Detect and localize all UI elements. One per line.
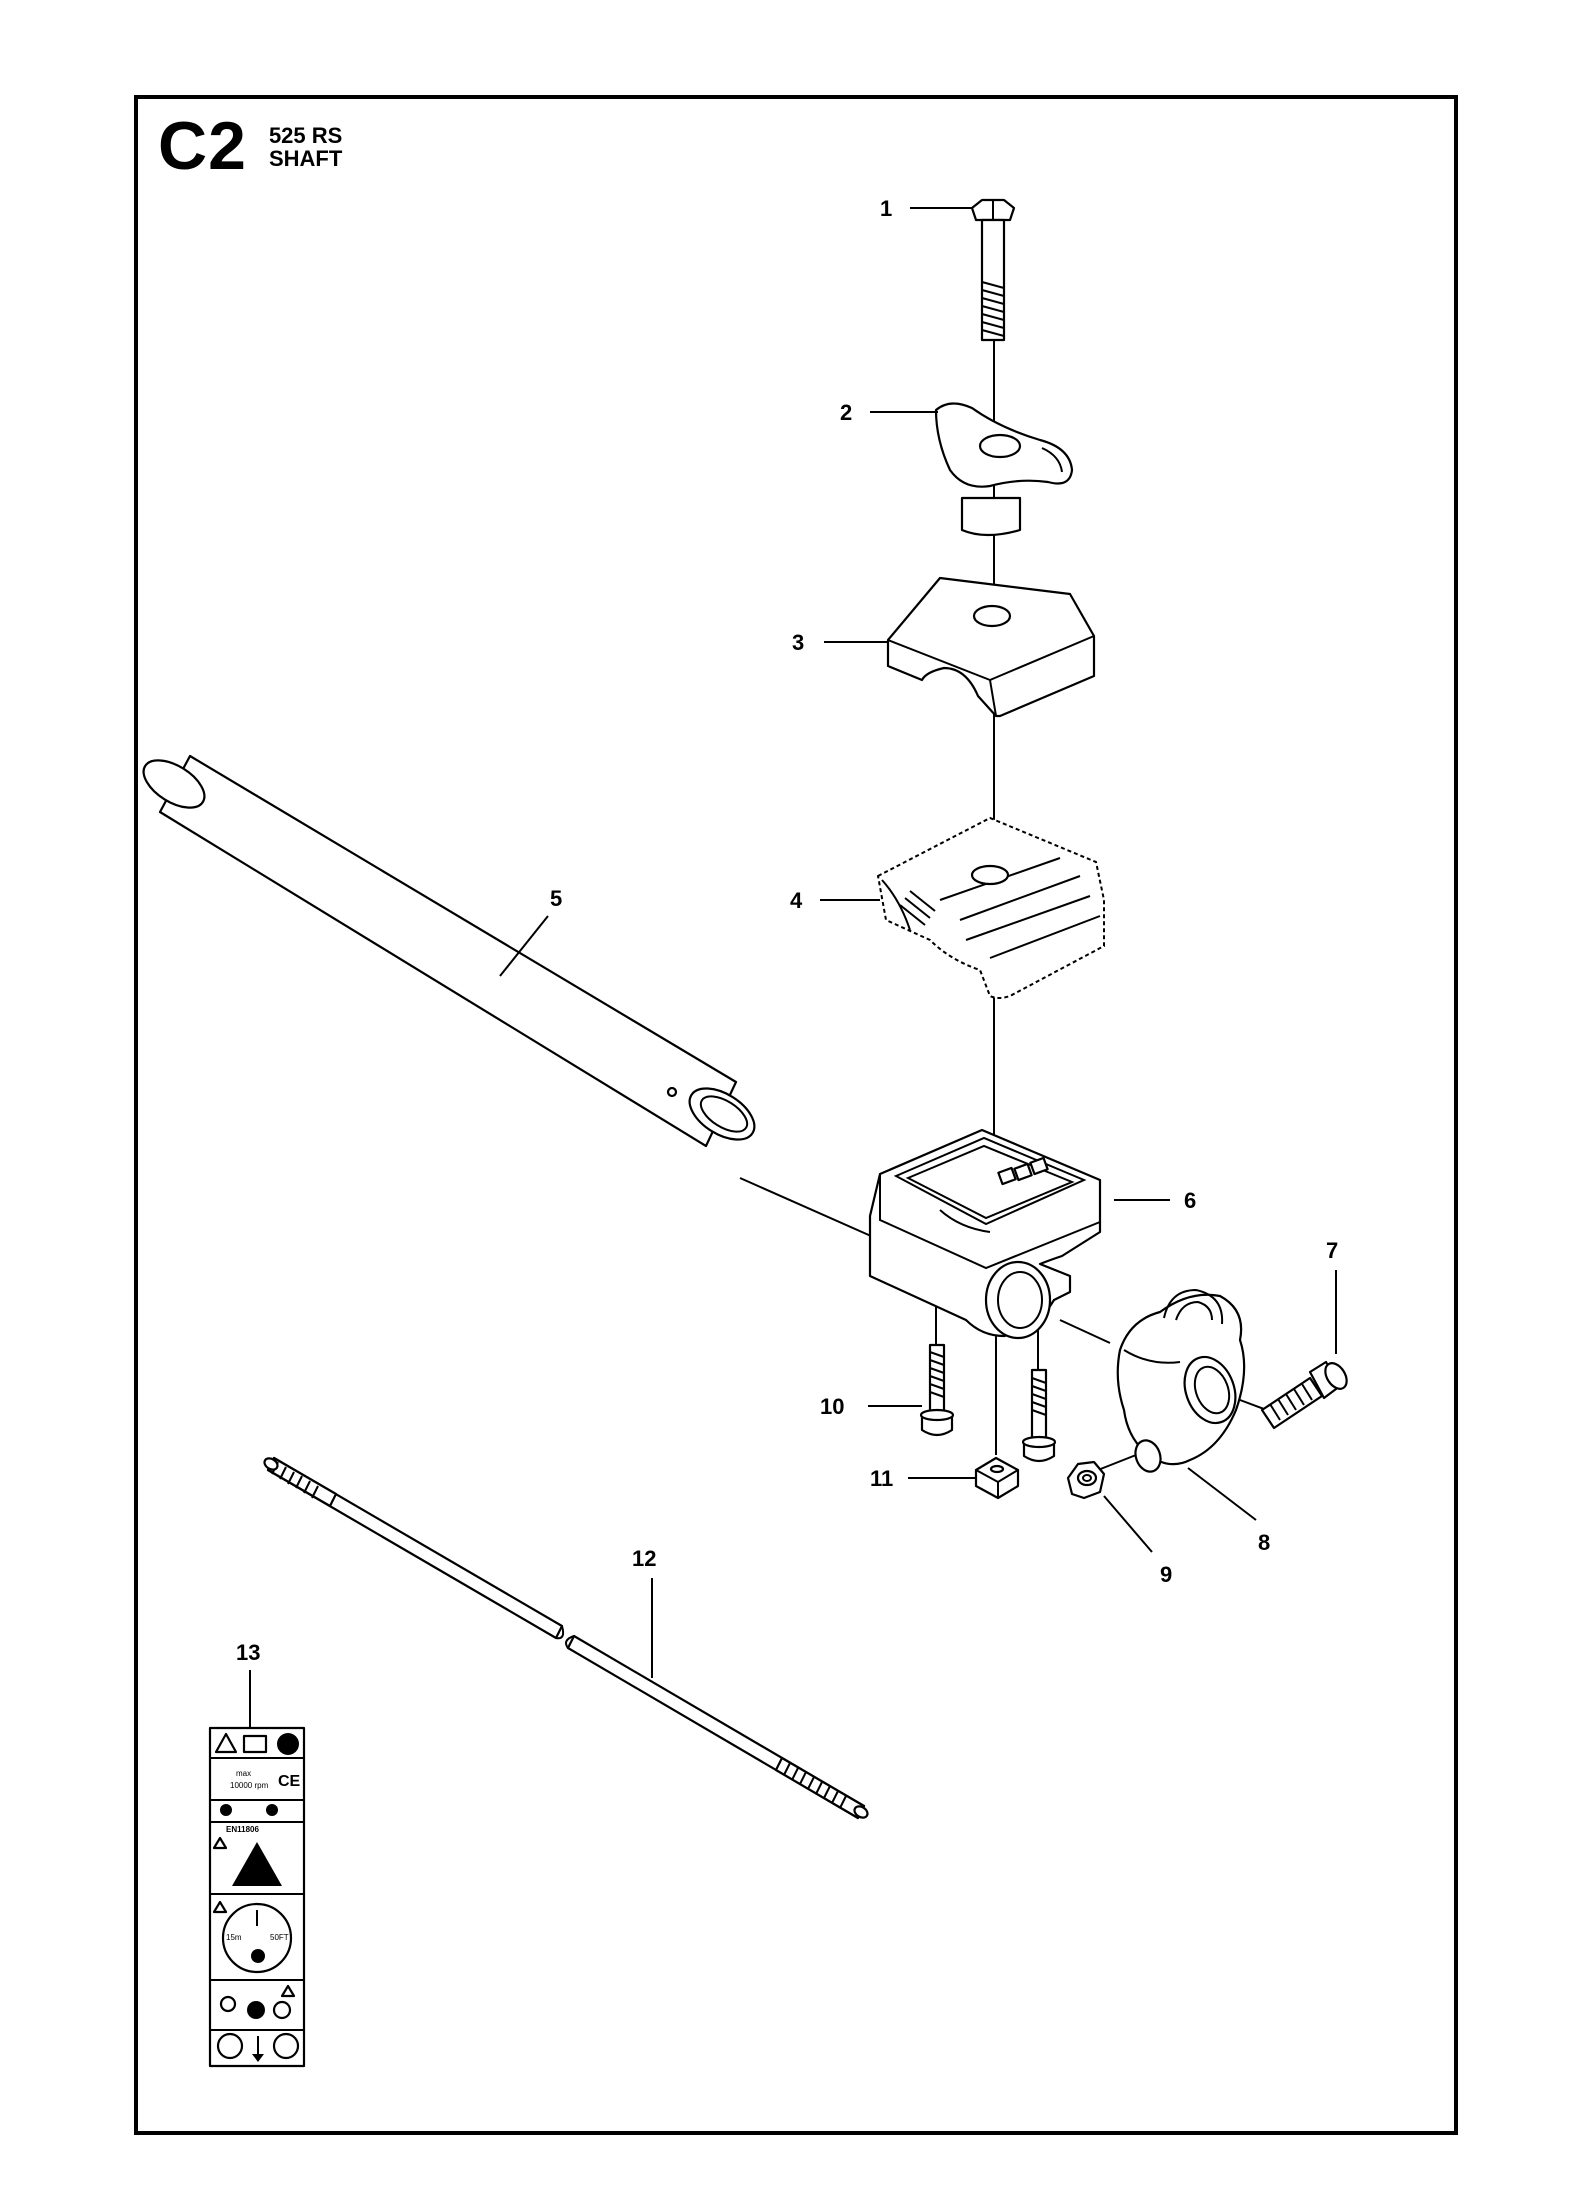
harness-eye-part: [1116, 1288, 1246, 1473]
screw-part-10: [919, 1343, 955, 1437]
decal-distance-2: 50FT: [270, 1933, 289, 1942]
clamp-insert-part: [876, 816, 1105, 999]
model-name: 525 RS: [268, 123, 343, 148]
drawing-header: C2 525 RS SHAFT: [158, 112, 342, 180]
callout-numbers: 1 2 3 4 5 6 7 8 9 10 11 12 13: [236, 196, 1338, 1665]
callout-10: 10: [820, 1394, 844, 1419]
callout-8: 8: [1258, 1530, 1270, 1555]
decal-rpm-text: 10000 rpm: [230, 1781, 269, 1790]
screw-part-10b: [1021, 1368, 1057, 1463]
drive-shaft-part: [263, 1456, 869, 1820]
warning-decal-part: max 10000 rpm CE EN11806 15m 50FT: [208, 1726, 306, 2068]
header-text: 525 RS SHAFT: [269, 124, 342, 170]
nut-part: [1066, 1460, 1106, 1500]
drawing-frame: [134, 95, 1458, 2135]
callout-12: 12: [632, 1546, 656, 1571]
callout-9: 9: [1160, 1562, 1172, 1587]
callout-3: 3: [792, 630, 804, 655]
callout-13: 13: [236, 1640, 260, 1665]
callout-11: 11: [870, 1466, 893, 1491]
decal-max-text: max: [236, 1769, 251, 1778]
decal-distance-1: 15m: [226, 1933, 242, 1942]
wing-knob-part: [934, 402, 1074, 537]
callout-1: 1: [880, 196, 892, 221]
callout-5: 5: [550, 886, 562, 911]
square-nut-part: [974, 1456, 1020, 1500]
shaft-tube-part: [142, 754, 756, 1148]
decal-standard-text: EN11806: [226, 1825, 259, 1834]
callout-4: 4: [790, 888, 803, 913]
callout-7: 7: [1326, 1238, 1338, 1263]
callout-6: 6: [1184, 1188, 1196, 1213]
section-title: SHAFT: [268, 146, 343, 172]
side-screw-part: [1260, 1360, 1348, 1430]
leader-lines: [249, 207, 1337, 1728]
callout-2: 2: [840, 400, 852, 425]
decal-ce-mark: CE: [278, 1773, 301, 1790]
clamp-cover-part: [886, 576, 1096, 718]
section-code: C2: [158, 108, 247, 184]
bolt-part: [970, 198, 1016, 342]
handle-bracket-part: [868, 1128, 1102, 1340]
